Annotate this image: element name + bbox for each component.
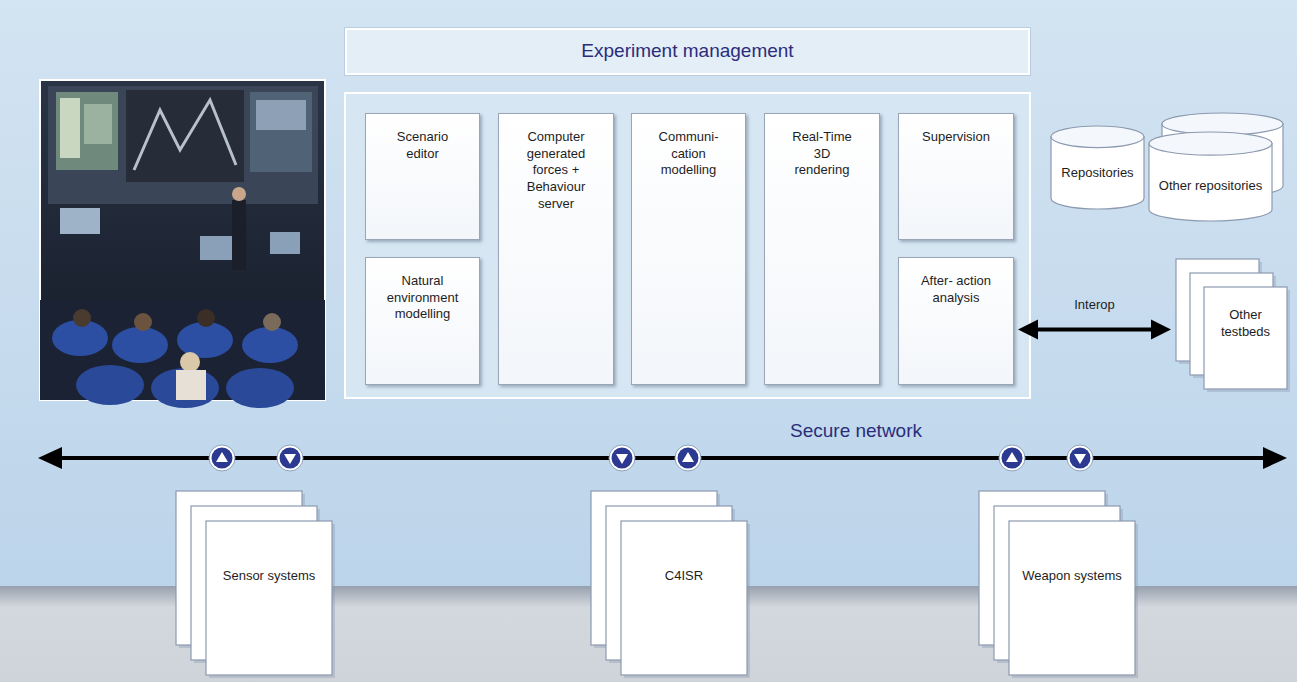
- node-label: Weapon systems: [1022, 568, 1121, 585]
- module-box: After- action analysis: [898, 257, 1014, 385]
- network-label: Secure network: [790, 419, 922, 443]
- arrow-head: [1018, 320, 1038, 340]
- module-box: Supervision: [898, 113, 1014, 240]
- text-area: Sensor systems: [210, 521, 328, 632]
- connector-line: [1034, 328, 1155, 332]
- page-shape: [621, 521, 747, 675]
- module-box: Communi- cation modelling: [631, 113, 746, 385]
- text-area: Computer generated forces + Behaviour se…: [499, 114, 613, 384]
- pages-outline: [978, 490, 1138, 678]
- module-box: Real-Time 3D rendering: [764, 113, 880, 385]
- module-box: Computer generated forces + Behaviour se…: [498, 113, 614, 385]
- secure-network-bus: [38, 447, 1287, 469]
- text-area: Scenario editor: [366, 114, 479, 239]
- module-box: Natural environment modelling: [365, 257, 480, 385]
- text-area: Repositories: [1052, 144, 1143, 204]
- text-area: Weapon systems: [1013, 521, 1131, 632]
- node-label: C4ISR: [665, 568, 703, 585]
- repository-cylinder: Repositories: [1050, 125, 1145, 210]
- node-label: Supervision: [922, 129, 990, 146]
- connector-arrow: [1018, 320, 1171, 340]
- node-label: Communi- cation modelling: [653, 129, 725, 179]
- node-label: Real-Time 3D rendering: [787, 129, 857, 179]
- cylinder-shape: [1051, 126, 1144, 209]
- cylinder-outline: [1148, 112, 1285, 222]
- text-area: Supervision: [899, 114, 1013, 239]
- stacked-pages: C4ISR: [590, 490, 750, 678]
- network-ports: [209, 445, 1093, 471]
- text-area: C4ISR: [625, 521, 743, 632]
- node-label: Sensor systems: [223, 568, 315, 585]
- text-area: Other testbeds: [1208, 287, 1283, 360]
- node-label: Other testbeds: [1208, 307, 1283, 340]
- photo: [40, 80, 325, 408]
- node-label: Computer generated forces + Behaviour se…: [521, 129, 591, 212]
- repository-cylinder: Other repositories: [1148, 112, 1285, 222]
- page-shape: [1009, 521, 1135, 675]
- arrow-head: [1151, 320, 1171, 340]
- text-area: Experiment management: [347, 30, 1028, 73]
- module-box: Scenario editor: [365, 113, 480, 240]
- title-band: Experiment management: [345, 28, 1030, 75]
- cylinder-top: [1162, 113, 1283, 135]
- stacked-pages: Other testbeds: [1175, 258, 1290, 392]
- node-label: After- action analysis: [920, 273, 992, 306]
- text-area: After- action analysis: [899, 258, 1013, 384]
- page-shape: [206, 521, 332, 675]
- connector-label: Interop: [1074, 297, 1114, 314]
- text-area: Natural environment modelling: [366, 258, 479, 384]
- text-area: Communi- cation modelling: [632, 114, 745, 384]
- node-label: Natural environment modelling: [377, 273, 469, 323]
- stacked-pages: Weapon systems: [978, 490, 1138, 678]
- node-label: Repositories: [1061, 165, 1133, 182]
- text-area: Real-Time 3D rendering: [765, 114, 879, 384]
- stacked-pages: Sensor systems: [175, 490, 335, 678]
- cylinder-top: [1051, 126, 1144, 148]
- inner-panel: [345, 93, 1030, 398]
- cylinder-shape: [1149, 132, 1272, 221]
- node-label: Other repositories: [1159, 178, 1262, 195]
- cylinder-top: [1149, 132, 1272, 155]
- pages-outline: [590, 490, 750, 678]
- page-shape: [1204, 287, 1287, 389]
- text-area: Other repositories: [1152, 156, 1269, 216]
- node-label: Scenario editor: [381, 129, 465, 162]
- band-title: Experiment management: [581, 39, 793, 63]
- pages-outline: [175, 490, 335, 678]
